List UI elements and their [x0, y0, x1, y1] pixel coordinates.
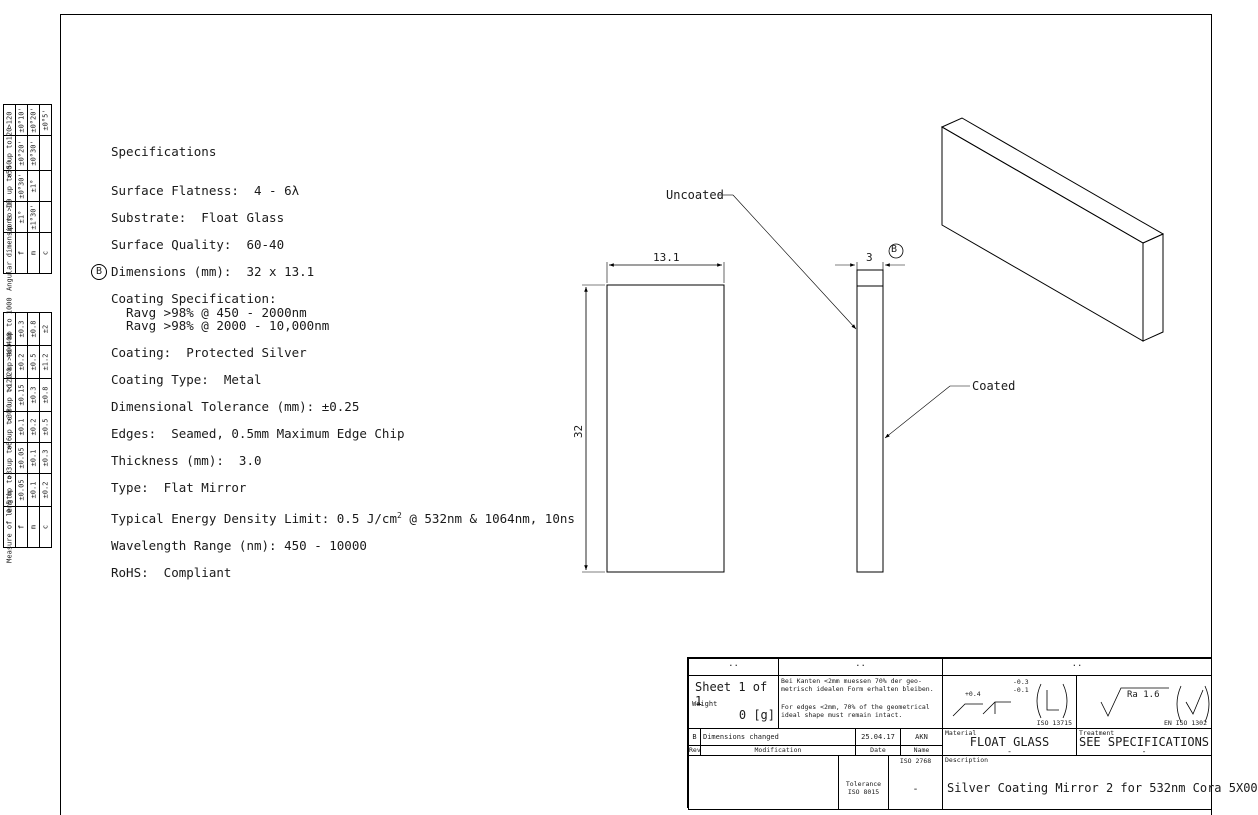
spec-coating-type: Coating Type: Metal [111, 372, 262, 387]
spec-dimensions: Dimensions (mm): 32 x 13.1 [111, 264, 315, 279]
title-block-dots-3: .. [942, 658, 1212, 676]
revision-marker-label: B [891, 244, 898, 255]
spec-type: Type: Flat Mirror [111, 480, 247, 495]
spec-substrate: Substrate: Float Glass [111, 210, 285, 225]
coated-label: Coated [972, 379, 1016, 393]
treatment-sub: - [1141, 747, 1147, 756]
en-iso-1302-label: EN ISO 1302 [1163, 719, 1207, 727]
surface-roughness-cell: Ra 1.6 EN ISO 1302 [1076, 675, 1212, 729]
description-label: Description [945, 756, 989, 764]
front-view-outline [606, 284, 725, 573]
sheet-weight-cell: Sheet 1 of 1 Weight 0 [g] [688, 675, 779, 729]
spec-ravg-1: Ravg >98% @ 450 - 2000nm [111, 305, 307, 320]
thickness-dimension-label: 3 [866, 251, 873, 264]
revision-name: AKN [900, 728, 943, 746]
spec-surface-quality: Surface Quality: 60-40 [111, 237, 285, 252]
spec-rohs: RoHS: Compliant [111, 565, 232, 580]
edge-tolerance: -0.3 -0.1 [1013, 678, 1029, 694]
angular-tolerance-table: >120 ±0°10' ±0°20' ±0°5' >50 up to120 ±0… [3, 104, 52, 291]
technical-drawing [582, 117, 1165, 573]
edge-condition-icon [952, 683, 1068, 719]
title-block: .. .. .. Sheet 1 of 1 Weight 0 [g] Bei K… [687, 657, 1258, 810]
iso-2768-label: ISO 2768 [899, 757, 932, 765]
uncoated-label: Uncoated [666, 188, 724, 202]
spec-wavelength-range: Wavelength Range (nm): 450 - 10000 [111, 538, 367, 553]
spec-dimensional-tolerance: Dimensional Tolerance (mm): ±0.25 [111, 399, 360, 414]
material-label: Material [945, 729, 977, 737]
description-cell: Description Silver Coating Mirror 2 for … [942, 755, 1258, 810]
tolerance-label: Tolerance ISO 8015 [845, 780, 882, 796]
iso-2768-cell: ISO 2768 - [888, 755, 943, 810]
spec-energy-density: Typical Energy Density Limit: 0.5 J/cm2 … [111, 511, 575, 527]
empty-cell [688, 755, 839, 810]
revision-description: Dimensions changed [700, 728, 856, 746]
tolerance-cell: Tolerance ISO 8015 [838, 755, 889, 810]
spec-ravg-2: Ravg >98% @ 2000 - 10,000nm [111, 318, 330, 333]
uncoated-leader [732, 194, 857, 330]
iso-2768-value: - [912, 784, 919, 795]
revision-marker-circle [888, 243, 904, 259]
spec-coating-specification: Coating Specification: [111, 291, 277, 306]
sheet-number: Sheet 1 of 1 [695, 680, 768, 708]
weight-value: 0 [g] [738, 708, 775, 722]
isometric-view [940, 117, 1165, 342]
height-dimension-label: 32 [572, 424, 586, 439]
description-value: Silver Coating Mirror 2 for 532nm Cora 5… [947, 781, 1258, 795]
edge-note-cell: Bei Kanten <2mm muessen 70% der geo- met… [778, 675, 943, 729]
drawing-frame [60, 14, 1212, 815]
width-dimension-label: 13.1 [653, 251, 680, 264]
title-block-dots-2: .. [778, 658, 943, 676]
spec-coating: Coating: Protected Silver [111, 345, 307, 360]
spec-surface-flatness: Surface Flatness: 4 - 6λ [111, 183, 300, 198]
treatment-cell: Treatment SEE SPECIFICATIONS - [1076, 728, 1212, 756]
treatment-value: SEE SPECIFICATIONS [1078, 735, 1210, 749]
revision-marker: B [91, 264, 107, 280]
linear-tolerance-table: >400 up to 1000 ±0.3 ±0.8 ±2 >120 up to … [3, 297, 52, 563]
title-block-dots-1: .. [688, 658, 779, 676]
iso-13715-label: ISO 13715 [1036, 719, 1072, 727]
material-cell: Material FLOAT GLASS - [942, 728, 1077, 756]
revision-date: 25.04.17 [855, 728, 901, 746]
specs-title: Specifications [111, 144, 217, 159]
treatment-label: Treatment [1079, 729, 1115, 737]
edge-note-german: Bei Kanten <2mm muessen 70% der geo- met… [781, 677, 934, 693]
surface-roughness-icon [1100, 685, 1210, 723]
spec-edges: Edges: Seamed, 0.5mm Maximum Edge Chip [111, 426, 405, 441]
side-view-outline [856, 269, 884, 573]
spec-thickness: Thickness (mm): 3.0 [111, 453, 262, 468]
roughness-value: Ra 1.6 [1127, 690, 1160, 700]
edge-note-english: For edges <2mm, 70% of the geometrical i… [781, 703, 930, 719]
edge-symbol-cell: +0.4 -0.3 -0.1 ISO 13715 [942, 675, 1077, 729]
weight-label: Weight [692, 700, 718, 708]
edge-plus-tolerance: +0.4 [965, 690, 981, 698]
coated-leader [884, 385, 951, 439]
material-value: FLOAT GLASS [969, 735, 1050, 749]
material-sub: - [1007, 747, 1012, 756]
